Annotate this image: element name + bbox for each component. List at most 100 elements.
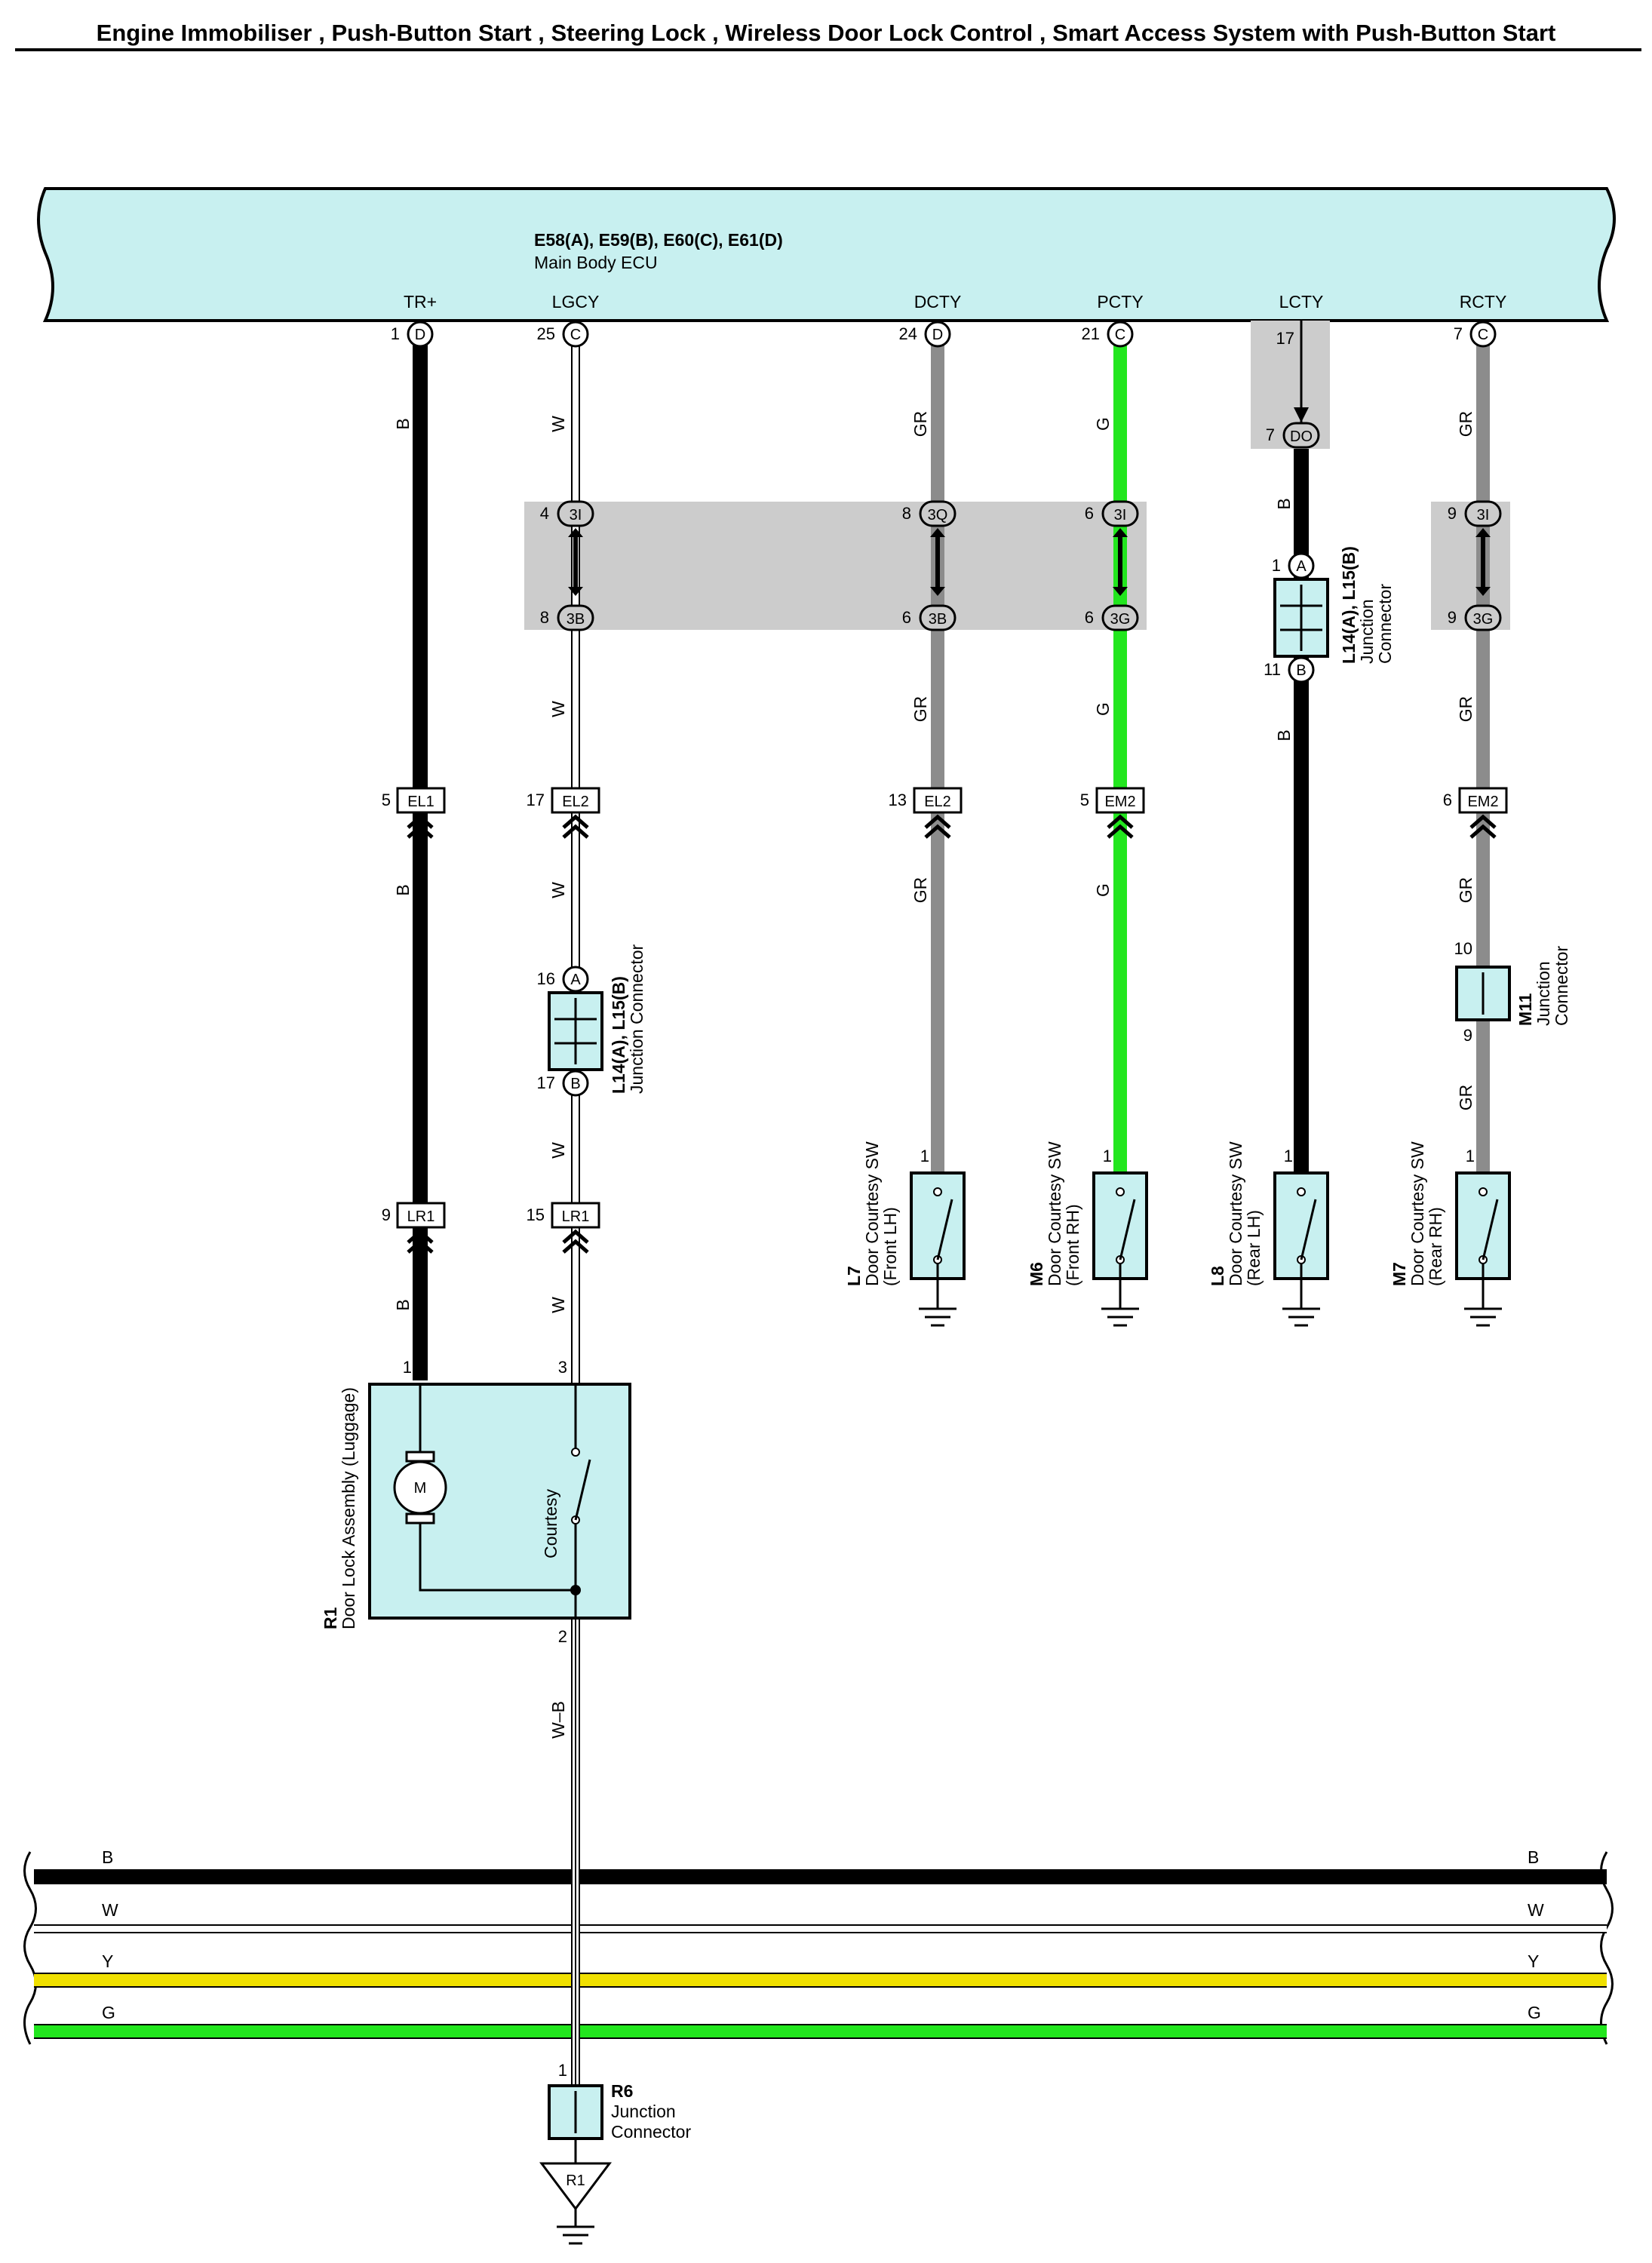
svg-text:1: 1 <box>1103 1147 1112 1165</box>
svg-text:B: B <box>1528 1847 1539 1867</box>
svg-text:1: 1 <box>403 1358 412 1377</box>
svg-text:9: 9 <box>382 1205 391 1224</box>
svg-text:Junction: Junction <box>1357 599 1377 664</box>
svg-text:EM2: EM2 <box>1104 794 1135 810</box>
inline-connector-lgcy-3i: 4 3I <box>540 500 594 527</box>
harness-connector-em2-pcty: 5 EM2 <box>1080 787 1145 839</box>
svg-text:8: 8 <box>902 504 911 523</box>
switch-m6: 1 M6 Door Courtesy SW (Front RH) <box>1027 1141 1148 1327</box>
ecu-name-label: Main Body ECU <box>534 253 658 272</box>
svg-text:(Front RH): (Front RH) <box>1063 1204 1082 1286</box>
ecu-terminal-rcty: RCTY <box>1460 292 1507 312</box>
junction-connector-m11: 10 9 M11 Junction Connector <box>1454 939 1571 1045</box>
svg-text:L14(A), L15(B): L14(A), L15(B) <box>1339 546 1359 664</box>
svg-text:9: 9 <box>1463 1026 1472 1045</box>
ecu-pin-rcty: 7 C <box>1454 321 1497 348</box>
svg-text:16: 16 <box>537 969 555 988</box>
svg-text:1: 1 <box>1284 1147 1293 1165</box>
svg-text:3Q: 3Q <box>928 507 948 524</box>
ecu-body <box>37 187 1616 322</box>
wire-color-labels: B B B W W W W W W–B GR GR GR G G G B B G… <box>393 411 1475 1739</box>
svg-text:17: 17 <box>537 1073 555 1092</box>
harness-connector-el1: 5 EL1 <box>382 787 446 839</box>
svg-text:R6: R6 <box>611 2081 633 2101</box>
switch-m7: 1 M7 Door Courtesy SW (Rear RH) <box>1389 1141 1511 1327</box>
svg-text:24: 24 <box>899 324 917 343</box>
svg-text:C: C <box>570 327 581 343</box>
junction-connector-lgcy: 16 A 17 B L14(A), L15(B) Junction Connec… <box>537 944 646 1097</box>
svg-text:(Front LH): (Front LH) <box>880 1207 900 1286</box>
ecu-terminal-lgcy: LGCY <box>552 292 600 312</box>
svg-text:A: A <box>1296 558 1307 575</box>
svg-text:Door Courtesy SW: Door Courtesy SW <box>1226 1141 1245 1286</box>
svg-text:(Rear LH): (Rear LH) <box>1244 1210 1264 1286</box>
svg-text:W: W <box>548 701 568 717</box>
svg-text:6: 6 <box>1085 608 1094 627</box>
svg-text:2: 2 <box>558 1627 567 1646</box>
ground-r1: R1 <box>539 2139 612 2245</box>
svg-text:3I: 3I <box>570 507 582 524</box>
svg-text:17: 17 <box>1276 329 1294 348</box>
inline-connector-pcty-3g: 6 3G <box>1085 604 1139 631</box>
svg-text:1: 1 <box>1272 556 1281 575</box>
ecu-pin-dcty: 24 D <box>899 321 951 348</box>
svg-text:9: 9 <box>1448 608 1457 627</box>
svg-text:G: G <box>1528 2003 1541 2022</box>
svg-text:3: 3 <box>558 1358 567 1377</box>
svg-text:W–B: W–B <box>548 1701 568 1739</box>
svg-text:21: 21 <box>1082 324 1100 343</box>
ecu-terminal-dcty: DCTY <box>914 292 962 312</box>
svg-text:3G: 3G <box>1110 611 1131 628</box>
svg-text:LR1: LR1 <box>407 1208 435 1225</box>
svg-text:L8: L8 <box>1208 1266 1227 1286</box>
svg-text:10: 10 <box>1454 939 1472 958</box>
svg-text:B: B <box>1296 662 1306 679</box>
harness-connector-el2-lgcy: 17 EL2 <box>527 787 600 839</box>
harness-connector-lr1-lgcy: 15 LR1 <box>527 1202 600 1254</box>
inline-connector-dcty-3q: 8 3Q <box>902 500 957 527</box>
svg-text:GR: GR <box>910 696 930 723</box>
svg-text:17: 17 <box>527 791 545 809</box>
svg-text:W: W <box>548 416 568 432</box>
svg-text:B: B <box>393 418 413 429</box>
svg-text:B: B <box>1274 498 1294 509</box>
svg-text:L7: L7 <box>844 1266 864 1286</box>
inline-connector-group-1 <box>524 502 1147 630</box>
inline-connector-pcty-3i: 6 3I <box>1085 500 1139 527</box>
svg-text:B: B <box>102 1847 113 1867</box>
svg-text:Door Courtesy SW: Door Courtesy SW <box>862 1141 882 1286</box>
svg-text:GR: GR <box>910 877 930 904</box>
svg-text:11: 11 <box>1264 660 1281 679</box>
svg-text:3B: 3B <box>567 611 585 628</box>
svg-text:3I: 3I <box>1477 507 1490 524</box>
svg-text:B: B <box>393 884 413 895</box>
svg-text:C: C <box>1478 327 1488 343</box>
connector-double-arrows <box>568 528 1491 596</box>
svg-text:Y: Y <box>102 1951 113 1971</box>
ecu-pin-pcty: 21 C <box>1082 321 1134 348</box>
svg-text:C: C <box>1115 327 1125 343</box>
svg-text:L14(A), L15(B): L14(A), L15(B) <box>609 976 628 1094</box>
svg-text:EL2: EL2 <box>562 794 589 810</box>
ecu-terminal-trplus: TR+ <box>404 292 437 312</box>
svg-text:M11: M11 <box>1515 993 1535 1026</box>
svg-text:G: G <box>1093 883 1113 897</box>
svg-text:8: 8 <box>540 608 549 627</box>
inline-connector-rcty-3i: 9 3I <box>1448 500 1502 527</box>
svg-text:EL1: EL1 <box>407 794 434 810</box>
svg-text:W: W <box>1528 1900 1544 1920</box>
motor-symbol: M <box>414 1480 427 1497</box>
svg-text:GR: GR <box>1456 411 1475 438</box>
ecu-pin-lgcy: 25 C <box>537 321 589 348</box>
svg-text:(Rear RH): (Rear RH) <box>1426 1207 1445 1286</box>
svg-text:Y: Y <box>1528 1951 1539 1971</box>
svg-text:EM2: EM2 <box>1467 794 1498 810</box>
switch-l8: 1 L8 Door Courtesy SW (Rear LH) <box>1208 1141 1329 1327</box>
svg-text:6: 6 <box>1443 791 1452 809</box>
inline-connector-lcty-do: 7 DO <box>1266 422 1320 449</box>
svg-text:6: 6 <box>1085 504 1094 523</box>
svg-text:GR: GR <box>910 411 930 438</box>
svg-text:Door Lock Assembly (Luggage): Door Lock Assembly (Luggage) <box>339 1387 358 1629</box>
svg-text:A: A <box>570 972 581 988</box>
svg-text:Door Courtesy SW: Door Courtesy SW <box>1045 1141 1064 1286</box>
